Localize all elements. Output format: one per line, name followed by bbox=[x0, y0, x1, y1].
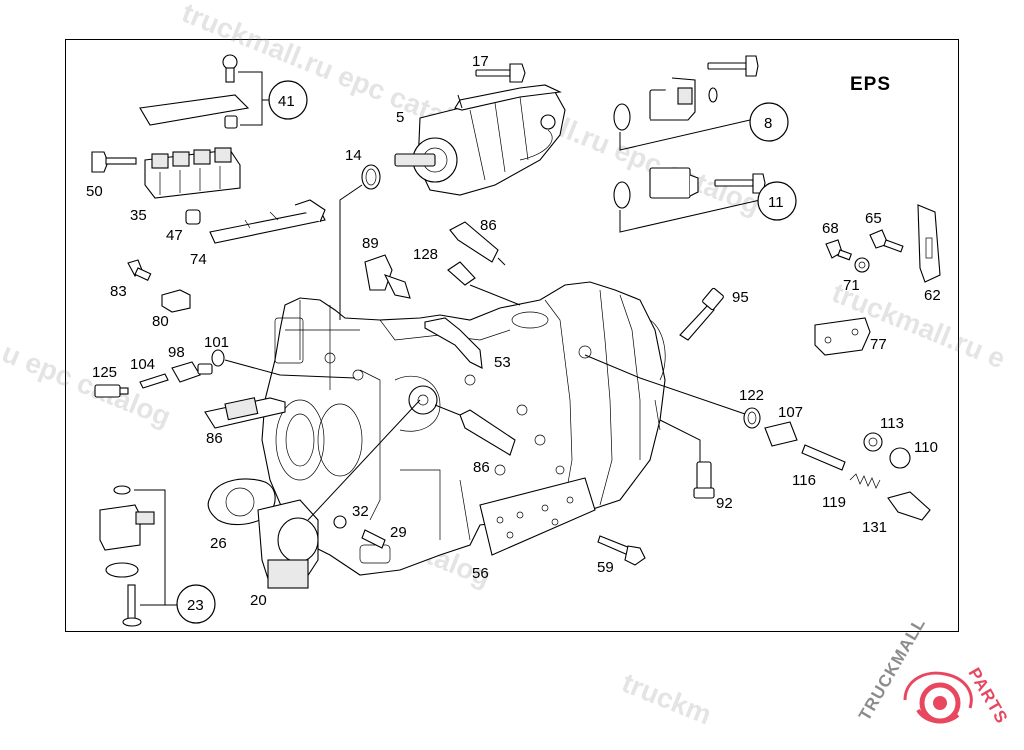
part-119-spring bbox=[849, 473, 881, 489]
callout-65: 65 bbox=[865, 210, 882, 227]
part-104-pin bbox=[139, 373, 169, 389]
callout-14: 14 bbox=[345, 147, 362, 164]
callout-29: 29 bbox=[390, 524, 407, 541]
part-59-bolt bbox=[597, 535, 646, 566]
callout-71: 71 bbox=[843, 277, 860, 294]
callout-62: 62 bbox=[924, 287, 941, 304]
part-86-sensor-left bbox=[204, 397, 286, 429]
truckmall-logo: TRUCKMALL PARTS bbox=[855, 614, 1012, 727]
part-128-sensor bbox=[447, 261, 521, 306]
callout-59: 59 bbox=[597, 559, 614, 576]
callout-89: 89 bbox=[362, 235, 379, 252]
part-125-sensor bbox=[94, 384, 129, 398]
callout-86-left: 86 bbox=[206, 430, 223, 447]
part-8-valve bbox=[613, 55, 768, 151]
callout-26: 26 bbox=[210, 535, 227, 552]
part-113-nut bbox=[863, 432, 883, 452]
callout-32: 32 bbox=[352, 503, 369, 520]
callout-80: 80 bbox=[152, 313, 169, 330]
callout-95: 95 bbox=[732, 289, 749, 306]
part-20-valve bbox=[257, 399, 421, 589]
part-29-bolt bbox=[361, 529, 386, 549]
part-110-plug bbox=[889, 447, 911, 469]
callout-128: 128 bbox=[413, 246, 438, 263]
callout-17: 17 bbox=[472, 53, 489, 70]
callout-20: 20 bbox=[250, 592, 267, 609]
callout-86-top: 86 bbox=[480, 217, 497, 234]
part-65-bolt bbox=[869, 229, 904, 253]
callout-113: 113 bbox=[880, 415, 904, 432]
callout-125: 125 bbox=[92, 364, 117, 381]
part-41-set bbox=[139, 54, 272, 129]
callout-41: 41 bbox=[278, 93, 295, 110]
callout-104: 104 bbox=[130, 356, 155, 373]
watermark-6: truckm bbox=[618, 667, 716, 731]
part-116-rod bbox=[801, 444, 846, 471]
part-71-washer bbox=[854, 257, 870, 273]
callout-101: 101 bbox=[204, 334, 229, 351]
part-35-connector bbox=[144, 147, 241, 199]
gearbox-housing bbox=[261, 281, 666, 576]
part-74-rail bbox=[209, 199, 326, 244]
part-47-bush bbox=[185, 209, 201, 225]
callout-53: 53 bbox=[494, 354, 511, 371]
part-86-sensor-mid bbox=[434, 404, 516, 456]
part-23-solenoid bbox=[99, 485, 180, 627]
callout-74: 74 bbox=[190, 251, 207, 268]
callout-circles bbox=[176, 80, 797, 624]
part-53-strip bbox=[424, 317, 483, 369]
callout-107: 107 bbox=[778, 404, 803, 421]
callout-122: 122 bbox=[739, 387, 764, 404]
part-86-sensor-top bbox=[449, 221, 506, 266]
part-80-bracket bbox=[161, 289, 191, 313]
part-92-nipple bbox=[659, 419, 715, 499]
part-131-sensor bbox=[887, 491, 931, 521]
callout-50: 50 bbox=[86, 183, 103, 200]
callout-labels: 41 8 11 23 17 5 14 50 35 47 74 83 80 89 … bbox=[86, 53, 941, 614]
circle-8 bbox=[749, 102, 789, 142]
callout-47: 47 bbox=[166, 227, 183, 244]
diagram-title: EPS bbox=[850, 74, 891, 95]
callout-56: 56 bbox=[472, 565, 489, 582]
part-68-bolt bbox=[825, 239, 852, 261]
callout-119: 119 bbox=[822, 494, 846, 511]
part-5-actuator bbox=[394, 84, 566, 196]
part-32-ring bbox=[333, 515, 347, 529]
callout-131: 131 bbox=[862, 519, 887, 536]
part-14-oring bbox=[339, 164, 381, 320]
part-50-bolt bbox=[91, 151, 137, 173]
callout-110: 110 bbox=[914, 439, 938, 456]
circle-11 bbox=[757, 181, 797, 221]
part-95-pipe bbox=[679, 287, 724, 341]
callout-116: 116 bbox=[792, 472, 816, 489]
callout-5: 5 bbox=[396, 109, 404, 126]
part-107-adapter bbox=[764, 421, 798, 447]
callout-8: 8 bbox=[764, 115, 772, 132]
logo-text-left: TRUCKMALL bbox=[855, 614, 929, 724]
callout-11: 11 bbox=[768, 194, 784, 211]
callout-86-mid: 86 bbox=[473, 459, 490, 476]
callout-23: 23 bbox=[187, 597, 204, 614]
part-77-bracket bbox=[814, 317, 871, 356]
part-122-ring bbox=[584, 354, 761, 429]
part-56-plate bbox=[479, 477, 596, 556]
diagram-frame bbox=[65, 39, 959, 632]
callout-77: 77 bbox=[870, 336, 887, 353]
callout-83: 83 bbox=[110, 283, 127, 300]
callout-68: 68 bbox=[822, 220, 839, 237]
callout-98: 98 bbox=[168, 344, 185, 361]
part-98-plug bbox=[171, 361, 213, 383]
circle-41 bbox=[268, 80, 308, 120]
part-101-ring bbox=[211, 349, 356, 379]
circle-23 bbox=[176, 584, 216, 624]
part-83-bolt bbox=[127, 259, 152, 281]
callout-35: 35 bbox=[130, 207, 147, 224]
part-62-bracket bbox=[917, 204, 941, 283]
part-17-bolt bbox=[457, 63, 526, 109]
callout-92: 92 bbox=[716, 495, 733, 512]
part-89-sensor bbox=[364, 254, 411, 299]
